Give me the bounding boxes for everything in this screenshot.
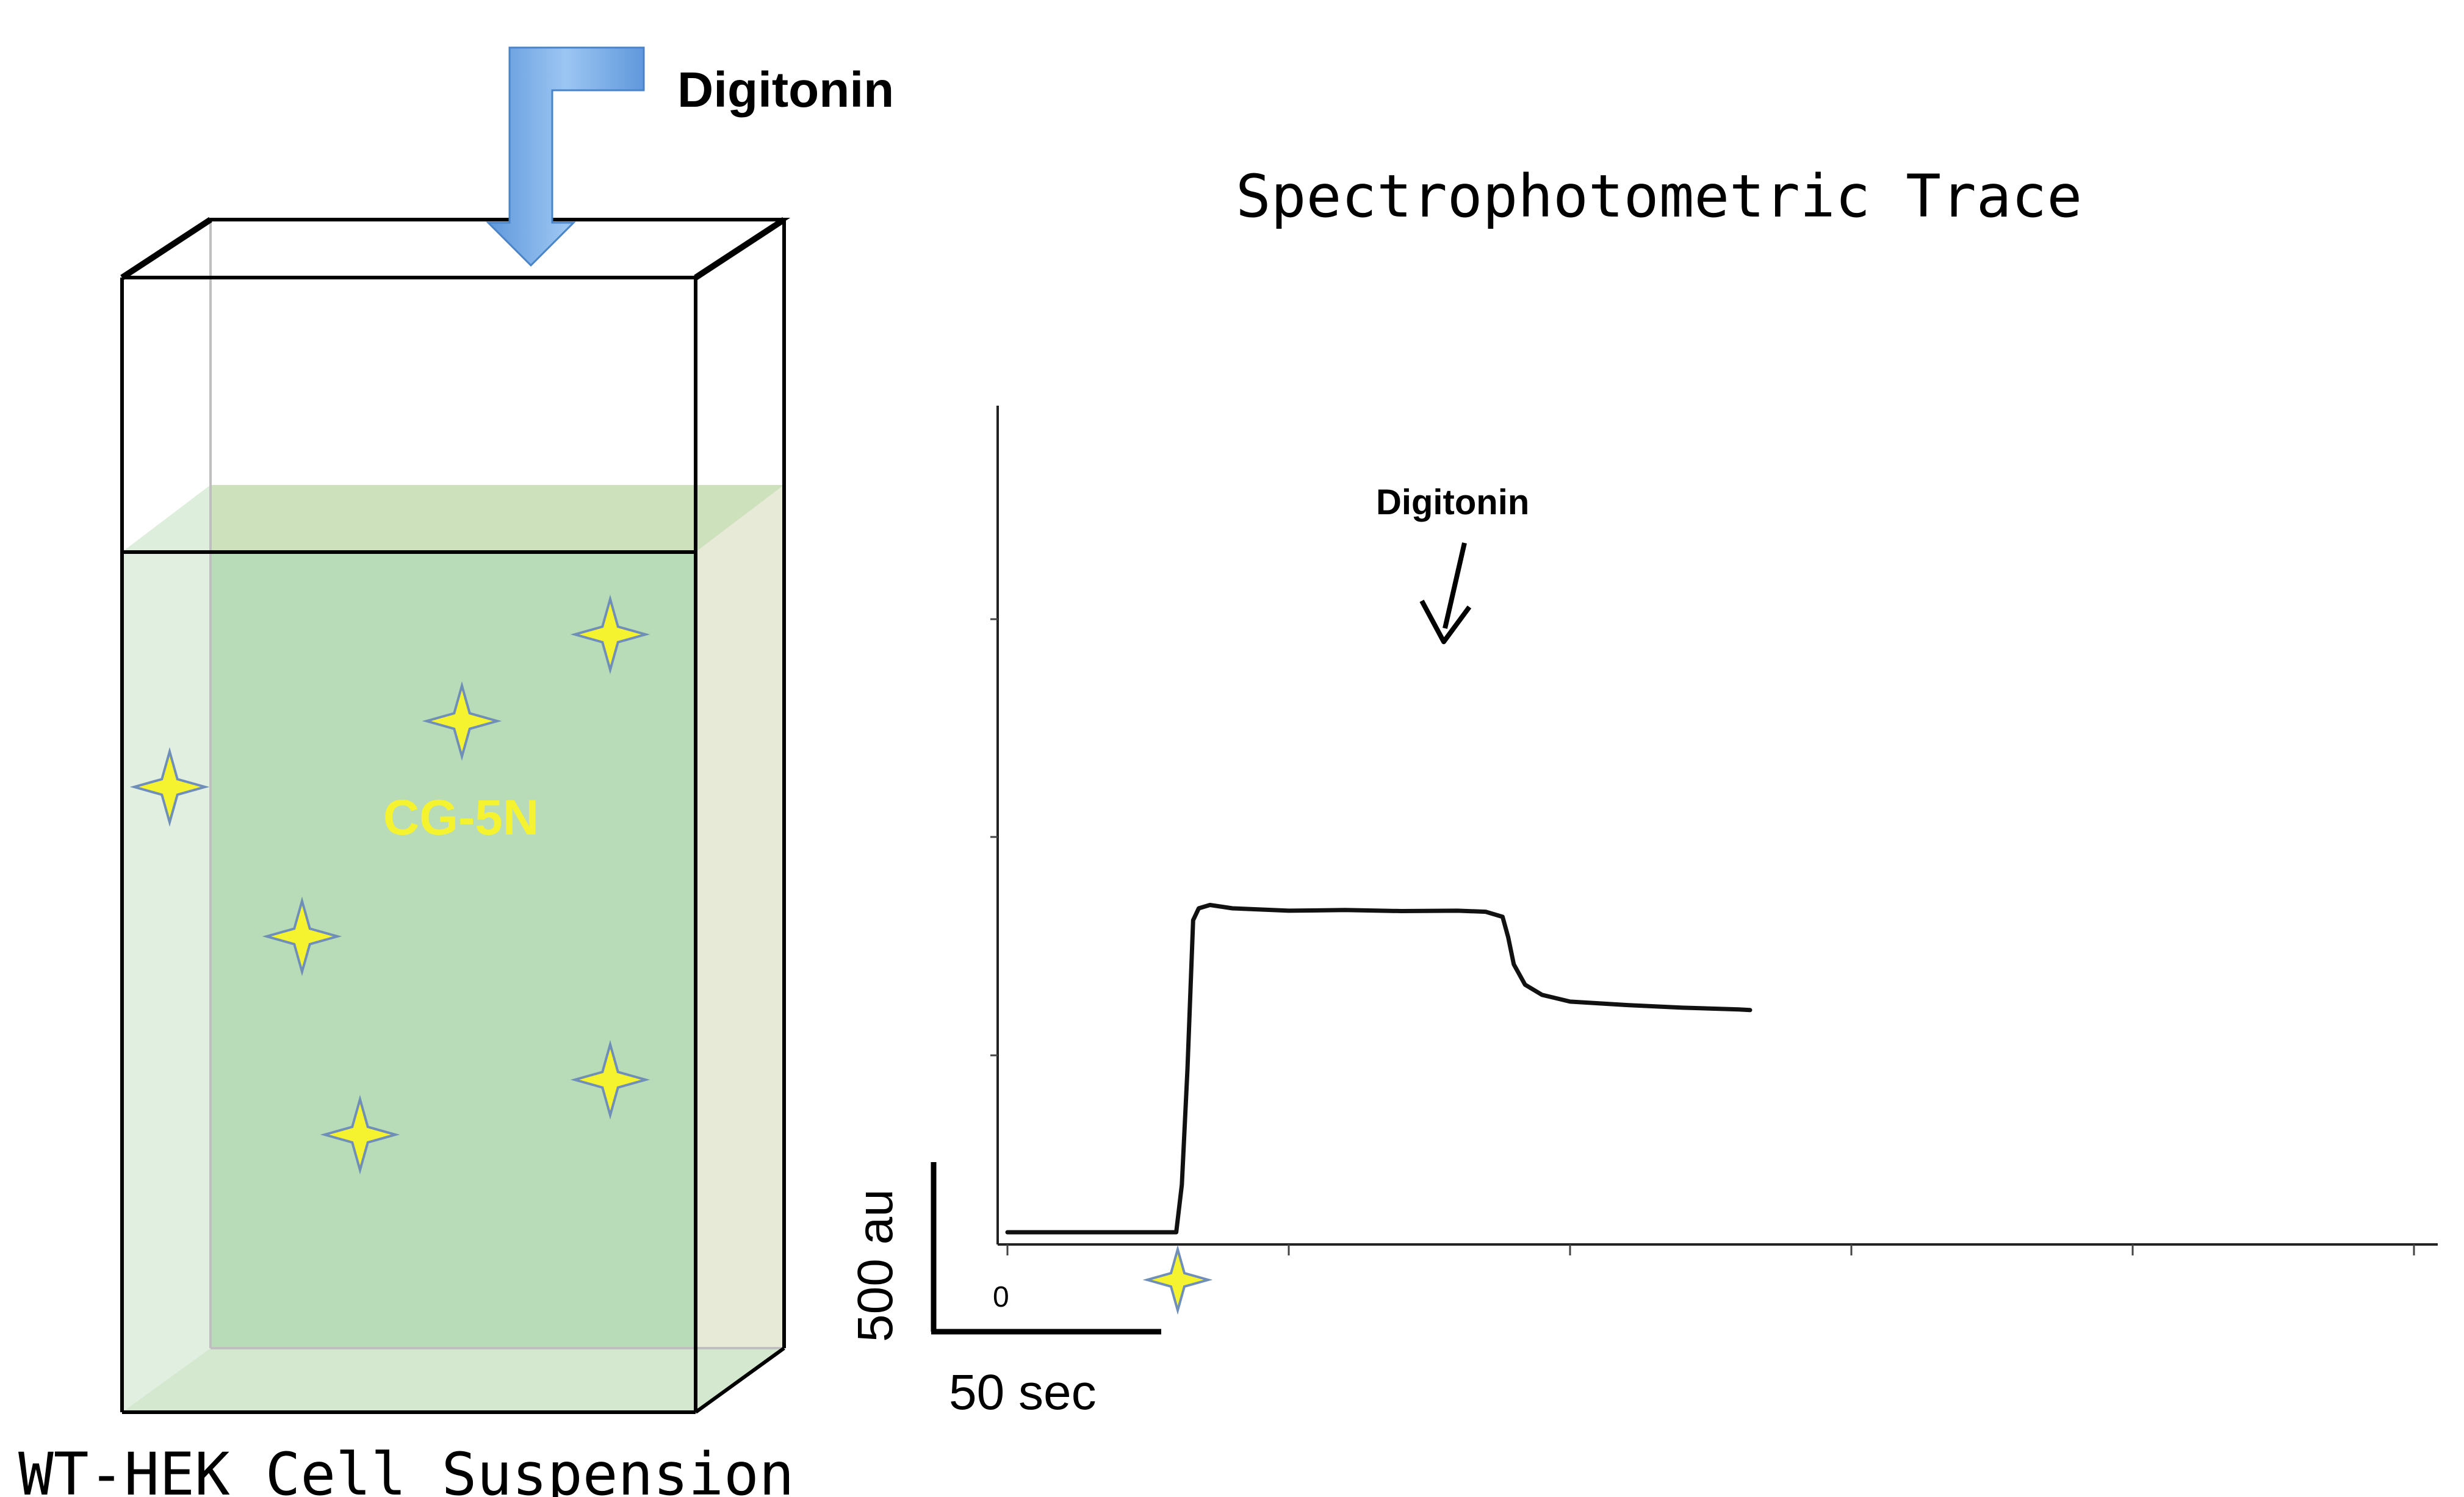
trace-digitonin-annotation: Digitonin	[1376, 483, 1529, 522]
trace-title: Spectrophotometric Trace	[1236, 162, 2082, 231]
dye-star-icon	[262, 896, 342, 977]
liquid-left-strip	[122, 485, 211, 1412]
dye-star-icon	[570, 1039, 650, 1120]
liquid-top-face	[122, 485, 784, 552]
cuvette-caption: WT-HEK Cell Suspension	[18, 1440, 794, 1497]
x-origin-tick-label: 0	[993, 1281, 1009, 1313]
scale-bars	[931, 1162, 1161, 1335]
annotation-arrow-icon	[1419, 542, 1472, 644]
cuvette-back-edges	[209, 220, 784, 1349]
dye-star-icon	[320, 1094, 400, 1175]
dye-star-icon	[129, 747, 210, 827]
liquid-front-face	[211, 552, 696, 1348]
dye-label: CG-5N	[383, 790, 539, 845]
scale-y-label: 500 au	[848, 1189, 903, 1342]
liquid-bottom-face	[122, 1348, 784, 1412]
y-axis-ticks	[990, 618, 998, 1057]
dye-star-icon	[570, 594, 650, 675]
x-axis-ticks	[1006, 1244, 2415, 1255]
digitonin-reagent-label: Digitonin	[677, 62, 894, 118]
dye-addition-star-icon	[1142, 1244, 1213, 1315]
dye-stars	[129, 594, 650, 1175]
cuvette-diagram: Digitonin CG-5N WT-HEK Cell Suspension	[18, 46, 894, 1497]
trace-panel: Spectrophotometric Trace 0 Digitonin 500…	[848, 162, 2438, 1420]
digitonin-arrow-icon	[486, 46, 645, 267]
liquid-right-side	[696, 485, 784, 1412]
dye-addition-star-icon	[1142, 1244, 1213, 1315]
trace-series-line	[1005, 903, 1753, 1235]
dye-star-icon	[422, 681, 502, 761]
scale-x-label: 50 sec	[949, 1365, 1097, 1420]
